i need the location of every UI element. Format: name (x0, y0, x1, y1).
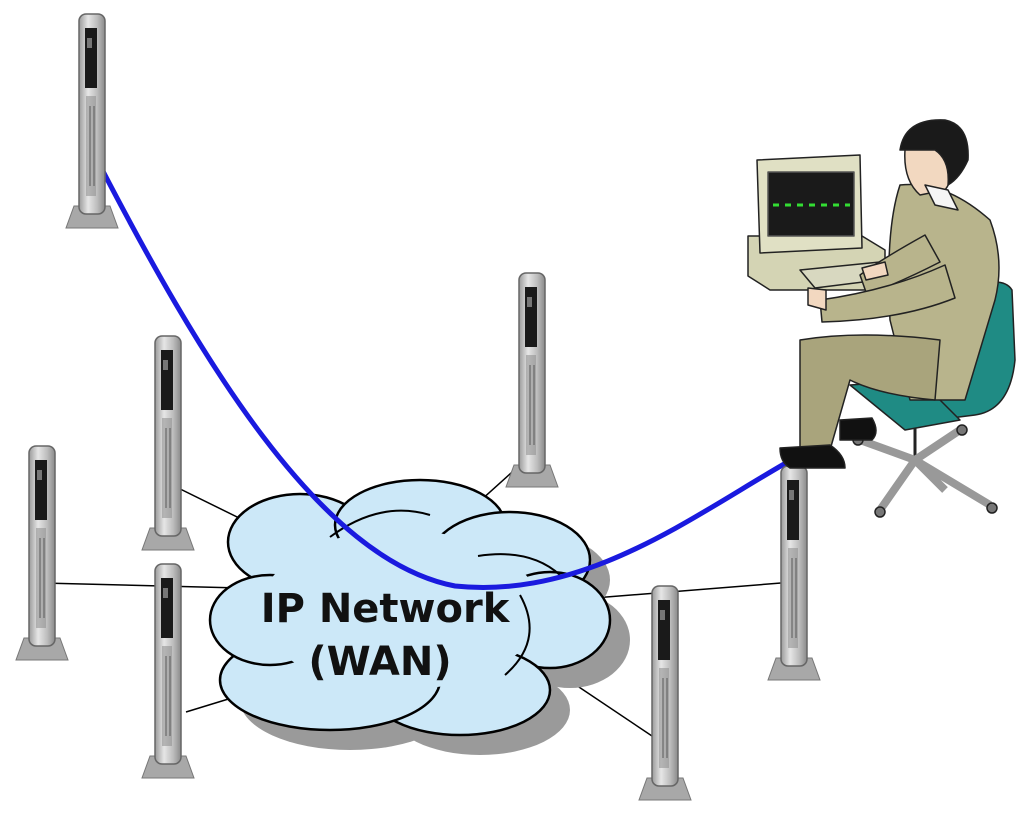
device-center (505, 272, 559, 488)
device-bottom-right (638, 585, 692, 801)
device-left-lower (141, 563, 195, 779)
device-top-left (65, 13, 119, 229)
remote-access-link (89, 147, 803, 590)
ip-network-cloud: IP Network (WAN) (208, 478, 630, 755)
person-icon (779, 119, 1000, 469)
device-left-upper (141, 335, 195, 551)
computer-icon (747, 154, 896, 291)
cloud-fill-center (260, 530, 540, 690)
cloud-inner-arcs (329, 509, 561, 676)
operator-at-computer-icon (747, 119, 1016, 518)
connection-line-right (593, 582, 782, 599)
device-far-left (15, 445, 69, 661)
cloud-label-line1: IP Network (261, 586, 511, 632)
device-right (767, 465, 821, 681)
cloud-label-line2: (WAN) (308, 639, 451, 685)
